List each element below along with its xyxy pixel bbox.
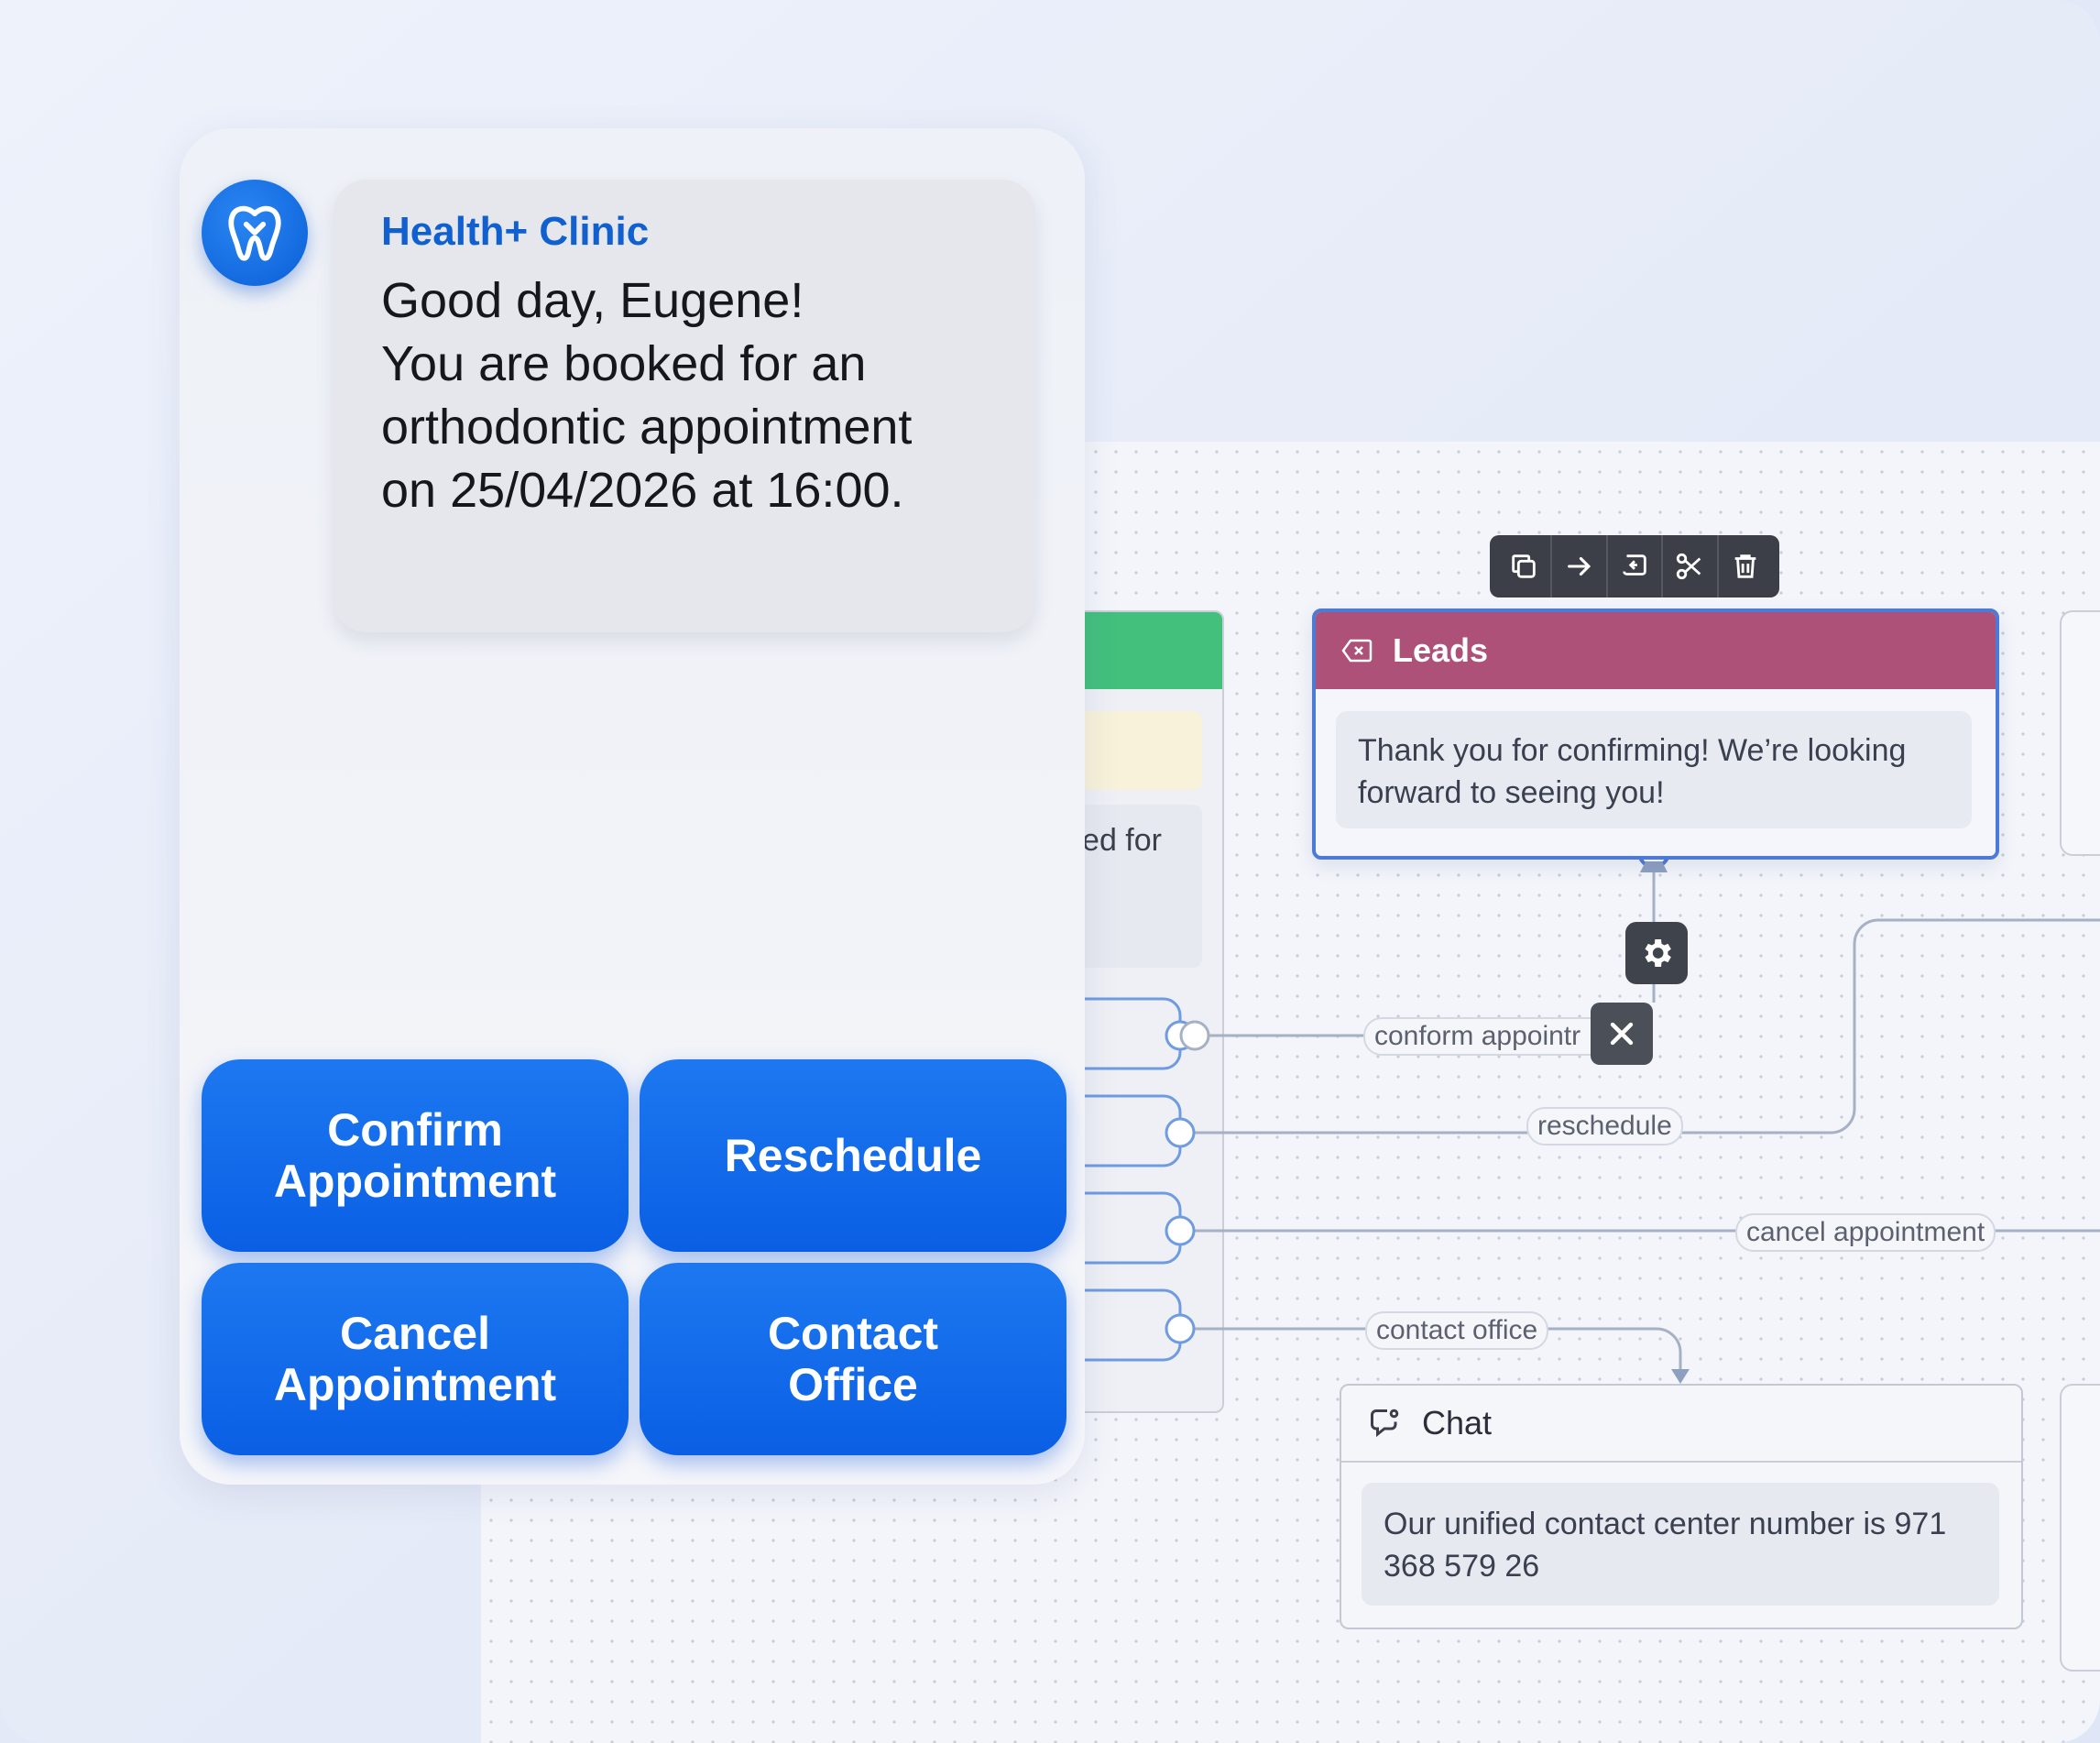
tag-icon (1341, 639, 1373, 663)
chat-node-title: Chat (1422, 1404, 1493, 1442)
chat-node-message: Our unified contact center number is 971… (1362, 1483, 1999, 1606)
reply-icon[interactable] (1608, 539, 1661, 594)
edge-label-reschedule[interactable]: reschedule (1526, 1107, 1683, 1146)
button-label: Confirm Appointment (274, 1104, 556, 1207)
edge-label-confirm[interactable]: conform appointr (1363, 1017, 1624, 1056)
reschedule-button[interactable]: Reschedule (640, 1059, 1066, 1252)
cancel-appointment-button[interactable]: Cancel Appointment (202, 1263, 629, 1455)
leads-node-header: Leads (1316, 612, 1996, 689)
button-label-line: Cancel (340, 1308, 490, 1359)
trash-icon[interactable] (1719, 539, 1772, 594)
message-text: Good day, Eugene! You are booked for an … (381, 269, 988, 522)
close-icon (1610, 1022, 1634, 1046)
button-label-line: Appointment (273, 1156, 557, 1207)
leads-node-message: Thank you for confirming! We’re looking … (1336, 711, 1972, 828)
flow-node-partial-right-bottom[interactable] (2060, 1384, 2100, 1672)
button-label: Cancel Appointment (274, 1308, 556, 1410)
toolbar-divider (1716, 535, 1719, 597)
message-line: on 25/04/2026 at 16:00. (381, 463, 904, 518)
button-label-line: Contact (767, 1308, 939, 1359)
toolbar-divider (1661, 535, 1664, 597)
sender-name: Health+ Clinic (381, 209, 650, 254)
button-label: Contact Office (768, 1308, 938, 1410)
button-label-line: Office (788, 1359, 918, 1410)
delete-edge-button[interactable] (1591, 1003, 1653, 1065)
button-label-line: Reschedule (724, 1130, 982, 1181)
button-label-line: Appointment (273, 1359, 557, 1410)
message-bubble: Health+ Clinic Good day, Eugene! You are… (334, 180, 1035, 632)
avatar (202, 180, 308, 286)
node-toolbar (1490, 535, 1779, 597)
button-label-line: Confirm (327, 1104, 503, 1156)
node-message-fragment: ed for (1082, 823, 1162, 858)
tooth-icon (228, 205, 281, 261)
copy-icon[interactable] (1497, 539, 1550, 594)
button-label: Reschedule (725, 1130, 982, 1181)
contact-office-button[interactable]: Contact Office (640, 1263, 1066, 1455)
message-line: Good day, Eugene! (381, 273, 804, 328)
toolbar-divider (1605, 535, 1608, 597)
scissors-icon[interactable] (1663, 539, 1716, 594)
chat-bubble-icon (1371, 1409, 1399, 1438)
flow-node-leads[interactable]: Leads Thank you for confirming! We’re lo… (1312, 608, 1999, 860)
gear-icon (1645, 939, 1671, 967)
edge-label-cancel[interactable]: cancel appointment (1735, 1213, 1996, 1252)
confirm-appointment-button[interactable]: Confirm Appointment (202, 1059, 629, 1252)
leads-node-title: Leads (1393, 631, 1489, 669)
edge-label-contact[interactable]: contact office (1365, 1311, 1549, 1350)
message-line: You are booked for an (381, 336, 867, 391)
node-settings-button[interactable] (1625, 922, 1688, 984)
arrow-right-icon[interactable] (1552, 539, 1605, 594)
message-line: orthodontic appointment (381, 400, 913, 455)
flow-node-partial-right-top[interactable] (2060, 610, 2100, 856)
chat-node-header: Chat (1341, 1386, 2021, 1463)
flow-node-chat[interactable]: Chat Our unified contact center number i… (1340, 1384, 2023, 1629)
toolbar-divider (1550, 535, 1553, 597)
